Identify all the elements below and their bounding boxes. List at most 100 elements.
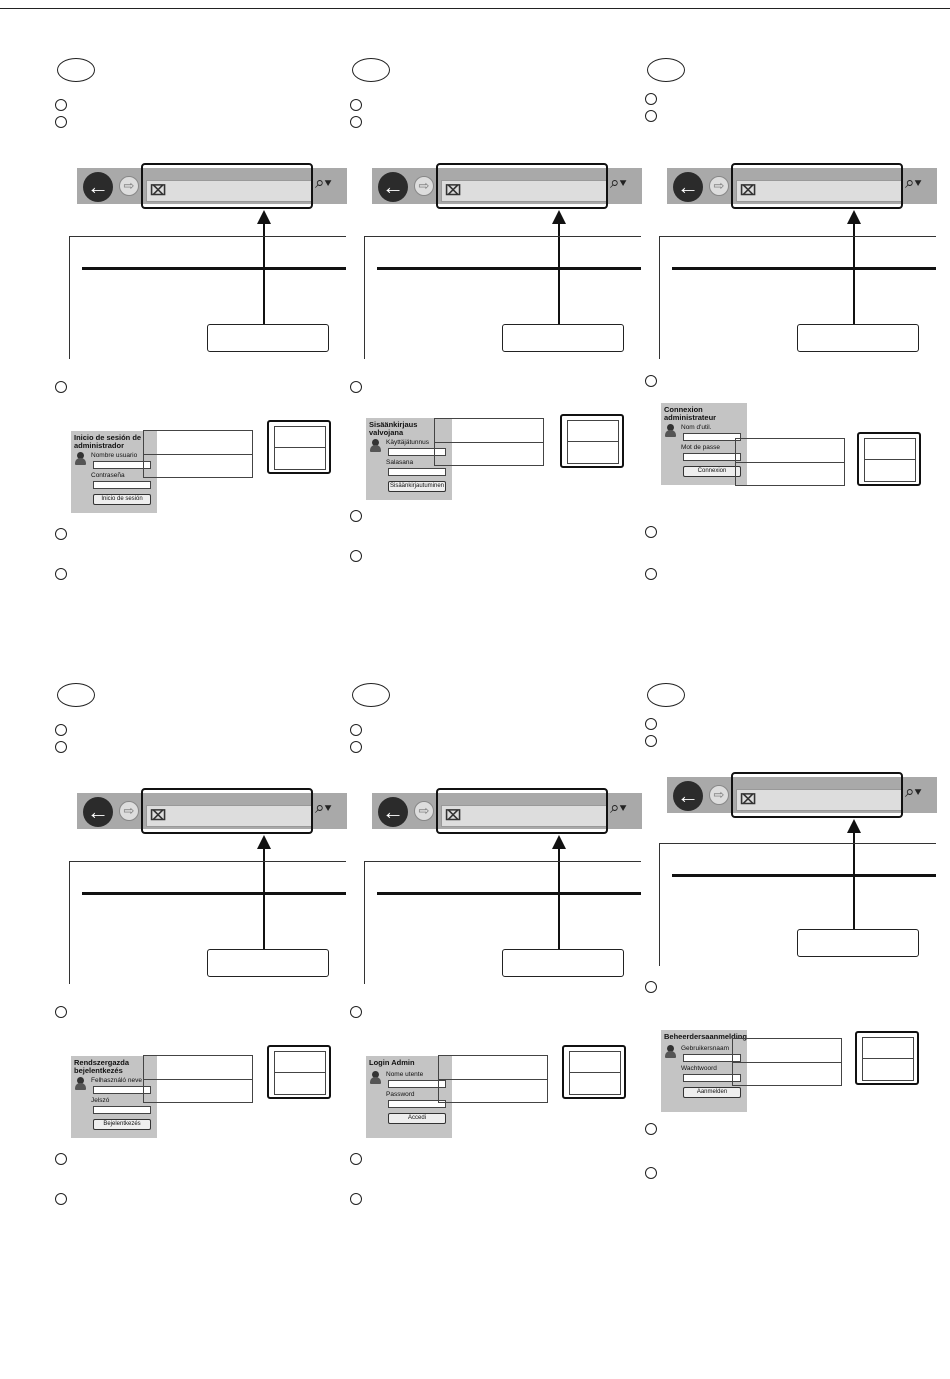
arrow-right-icon[interactable]: ⇨	[414, 801, 434, 821]
step-number-circle	[55, 116, 67, 128]
username-label: Nome utente	[386, 1071, 424, 1078]
username-input[interactable]	[683, 433, 741, 441]
browser-toolbar: ← ⇨ ⌧ ⌕▾	[667, 168, 937, 204]
step-number-circle	[350, 1153, 362, 1165]
arrow-right-icon[interactable]: ⇨	[709, 785, 729, 805]
step-number-circle	[350, 1193, 362, 1205]
address-bar[interactable]: ⌧	[146, 180, 312, 202]
credentials-table	[143, 1055, 253, 1103]
arrow-left-icon[interactable]: ←	[673, 781, 703, 811]
username-input[interactable]	[388, 448, 446, 456]
credentials-table	[434, 418, 544, 466]
step-number-circle	[55, 1153, 67, 1165]
search-icon[interactable]: ⌕▾	[315, 798, 332, 817]
step-number-circle	[645, 1123, 657, 1135]
login-button[interactable]: Aanmelden	[683, 1087, 741, 1098]
login-title: Login Admin	[369, 1058, 415, 1067]
language-badge	[647, 683, 685, 707]
arrow-left-icon[interactable]: ←	[378, 797, 408, 827]
url-callout-box	[797, 929, 919, 957]
avatar-body	[665, 430, 676, 437]
address-bar[interactable]: ⌧	[146, 805, 312, 827]
search-icon[interactable]: ⌕▾	[905, 782, 922, 801]
step-number-circle	[645, 526, 657, 538]
login-title: Rendszergazda bejelentkezés	[74, 1058, 130, 1075]
login-button[interactable]: Accedi	[388, 1113, 446, 1124]
username-input[interactable]	[388, 1080, 446, 1088]
language-badge	[352, 58, 390, 82]
username-input[interactable]	[683, 1054, 741, 1062]
step-number-circle	[645, 735, 657, 747]
page-icon: ⌧	[445, 182, 462, 198]
password-input[interactable]	[683, 1074, 741, 1082]
address-bar[interactable]: ⌧	[441, 805, 607, 827]
credentials-table	[143, 430, 253, 478]
arrow-right-icon[interactable]: ⇨	[119, 176, 139, 196]
url-callout-box	[207, 949, 329, 977]
page-icon: ⌧	[740, 182, 757, 198]
search-icon[interactable]: ⌕▾	[610, 798, 627, 817]
arrow-left-icon[interactable]: ←	[83, 172, 113, 202]
value-cell	[567, 420, 619, 464]
username-input[interactable]	[93, 1086, 151, 1094]
user-avatar-icon	[665, 424, 676, 437]
browser-toolbar: ← ⇨ ⌧⌕▾	[77, 793, 347, 829]
address-highlight-box	[141, 163, 313, 209]
arrow-line	[263, 224, 265, 324]
step-number-circle	[350, 381, 362, 393]
value-row-divider	[274, 447, 326, 448]
page-heading-rule	[82, 267, 346, 270]
password-input[interactable]	[683, 453, 741, 461]
login-button[interactable]: Inicio de sesión	[93, 494, 151, 505]
step-number-circle	[350, 741, 362, 753]
address-bar[interactable]: ⌧	[441, 180, 607, 202]
arrow-right-icon[interactable]: ⇨	[709, 176, 729, 196]
username-input[interactable]	[93, 461, 151, 469]
url-callout-box	[502, 324, 624, 352]
address-bar[interactable]: ⌧	[736, 789, 902, 811]
step-number-circle	[55, 1193, 67, 1205]
page-icon: ⌧	[740, 791, 757, 807]
password-input[interactable]	[388, 468, 446, 476]
avatar-head	[77, 1077, 84, 1084]
arrow-left-icon[interactable]: ←	[83, 797, 113, 827]
search-icon[interactable]: ⌕▾	[315, 173, 332, 192]
password-input[interactable]	[93, 481, 151, 489]
password-input[interactable]	[93, 1106, 151, 1114]
arrow-right-icon[interactable]: ⇨	[119, 801, 139, 821]
step-number-circle	[55, 724, 67, 736]
user-avatar-icon	[75, 1077, 86, 1090]
login-title: Inicio de sesión de administrador	[74, 433, 142, 450]
login-button[interactable]: Sisäänkirjautuminen	[388, 481, 446, 492]
search-icon[interactable]: ⌕▾	[905, 173, 922, 192]
password-label: Salasana	[386, 459, 414, 466]
search-icon[interactable]: ⌕▾	[610, 173, 627, 192]
user-avatar-icon	[370, 439, 381, 452]
password-label: Mot de passe	[681, 444, 721, 451]
step-number-circle	[350, 1006, 362, 1018]
arrow-left-icon[interactable]: ←	[673, 172, 703, 202]
login-title: Connexion administrateur	[664, 405, 717, 422]
arrow-head	[552, 835, 566, 849]
arrow-right-icon[interactable]: ⇨	[414, 176, 434, 196]
table-row-divider	[144, 1079, 252, 1080]
step-number-circle	[645, 981, 657, 993]
arrow-left-icon[interactable]: ←	[378, 172, 408, 202]
arrow-head	[257, 835, 271, 849]
arrow-head	[552, 210, 566, 224]
password-input[interactable]	[388, 1100, 446, 1108]
login-button[interactable]: Connexion	[683, 466, 741, 477]
step-number-circle	[645, 568, 657, 580]
step-number-circle	[350, 550, 362, 562]
step-number-circle	[350, 116, 362, 128]
arrow-head	[847, 210, 861, 224]
step-number-circle	[55, 528, 67, 540]
login-button[interactable]: Bejelentkezés	[93, 1119, 151, 1130]
value-row-divider	[864, 459, 916, 460]
web-page-frame	[364, 861, 641, 984]
page-heading-rule	[377, 892, 641, 895]
